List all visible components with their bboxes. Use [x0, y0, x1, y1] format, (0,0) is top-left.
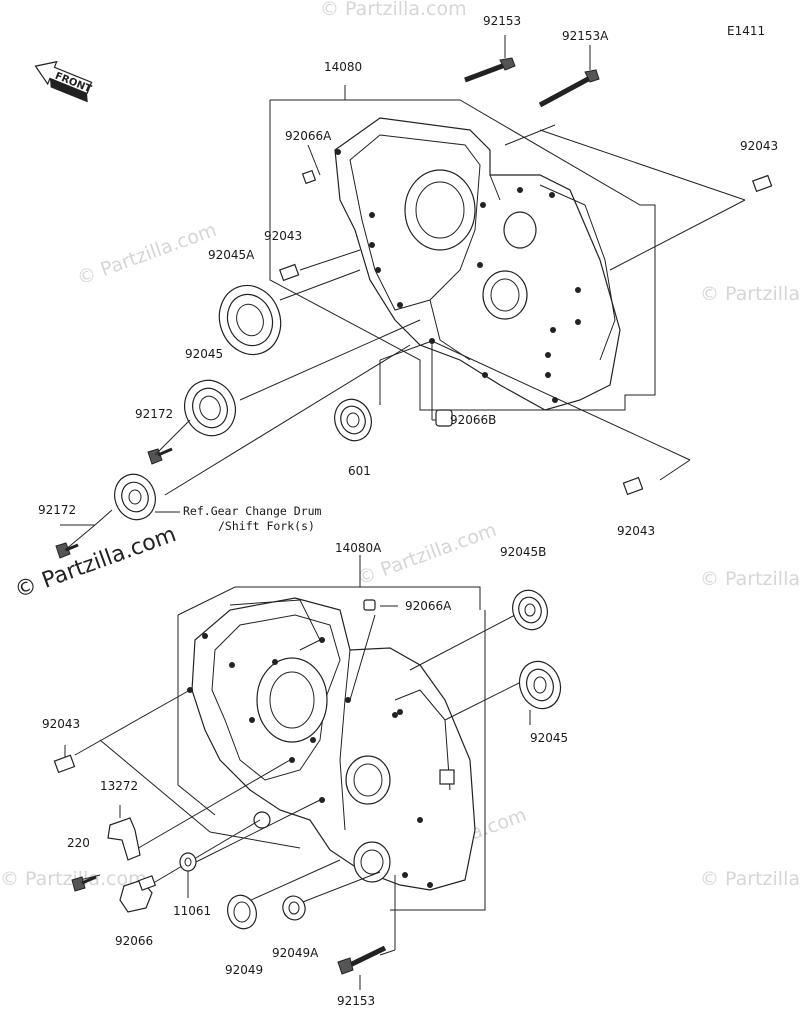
label-92172-lower: 92172	[38, 503, 76, 517]
dowel-pin-92066A-lower	[363, 599, 376, 611]
label-92043-mid-right: 92043	[617, 524, 655, 538]
label-92153-top: 92153	[483, 14, 521, 28]
bracket-13272	[107, 817, 141, 861]
label-92066B: 92066B	[450, 413, 496, 427]
bearing-92045-upper	[184, 379, 236, 437]
bearing-92045-lower	[518, 660, 562, 710]
label-92066: 92066	[115, 934, 153, 948]
oil-seal-92049A	[282, 895, 306, 921]
plug-92066	[119, 875, 157, 913]
watermark-text: © Partzilla.com	[700, 868, 800, 890]
bearing-ref-gear-drum	[114, 473, 156, 521]
bolt-220	[71, 875, 97, 892]
label-92045B: 92045B	[500, 545, 546, 559]
bearing-92045A	[218, 284, 282, 356]
reference-note-line1: Ref.Gear Change Drum	[183, 504, 322, 518]
label-11061: 11061	[173, 904, 211, 918]
screw-92172-lower	[55, 509, 113, 559]
dowel-pin-92066A-top	[301, 169, 317, 185]
watermark-text: © Partzilla.com	[74, 219, 219, 290]
oil-seal-92049	[227, 894, 257, 930]
watermark-text: © Partzilla.com	[700, 568, 800, 590]
crankcase-left-half	[191, 597, 476, 891]
label-92045-upper: 92045	[185, 347, 223, 361]
dowel-pin-92043-upper-right	[752, 174, 773, 193]
label-92066A-lower: 92066A	[405, 599, 452, 613]
bolt-92153A	[538, 45, 600, 108]
dowel-pin-92043-lower-left	[53, 754, 76, 774]
label-13272: 13272	[100, 779, 138, 793]
label-14080: 14080	[324, 60, 362, 74]
label-92043-lower-left: 92043	[42, 717, 80, 731]
reference-note-line2: /Shift Fork(s)	[218, 519, 315, 533]
label-601: 601	[348, 464, 371, 478]
label-92049A: 92049A	[272, 946, 319, 960]
watermark-text: © Partzilla.com	[320, 0, 467, 20]
front-arrow-icon: FRONT	[34, 60, 93, 103]
label-220: 220	[67, 836, 90, 850]
bearing-92045B	[512, 589, 548, 631]
bearing-601	[334, 398, 372, 442]
dowel-pin-92066B	[435, 409, 453, 427]
label-92045-lower: 92045	[530, 731, 568, 745]
dowel-pin-92043-mid-right	[622, 476, 644, 496]
lower-crankcase-group	[64, 555, 531, 956]
label-92043-upper-right: 92043	[740, 139, 778, 153]
label-92049: 92049	[225, 963, 263, 977]
part-labels: 92153 92153A 14080 92066A 92043 92043 92…	[38, 14, 778, 1008]
label-92066A-top: 92066A	[285, 129, 332, 143]
label-92045A: 92045A	[208, 248, 255, 262]
screw-92172-upper	[147, 419, 191, 465]
bolt-92153-top	[464, 35, 516, 83]
diagram-code: E1411	[727, 24, 765, 38]
watermark-text: © Partzilla.com	[12, 522, 180, 604]
washer-11061	[179, 852, 197, 872]
label-92153-bottom: 92153	[337, 994, 375, 1008]
upper-crankcase-group	[164, 85, 746, 496]
label-92172-upper: 92172	[135, 407, 173, 421]
watermark-text: © Partzilla.com	[0, 868, 147, 890]
label-92043-upper-left: 92043	[264, 229, 302, 243]
bolt-92153-bottom	[337, 945, 387, 990]
watermark-text: © Partzilla.com	[700, 283, 800, 305]
dowel-pin-92043-upper-left	[279, 263, 300, 282]
label-92153A: 92153A	[562, 29, 609, 43]
label-14080A: 14080A	[335, 541, 382, 555]
